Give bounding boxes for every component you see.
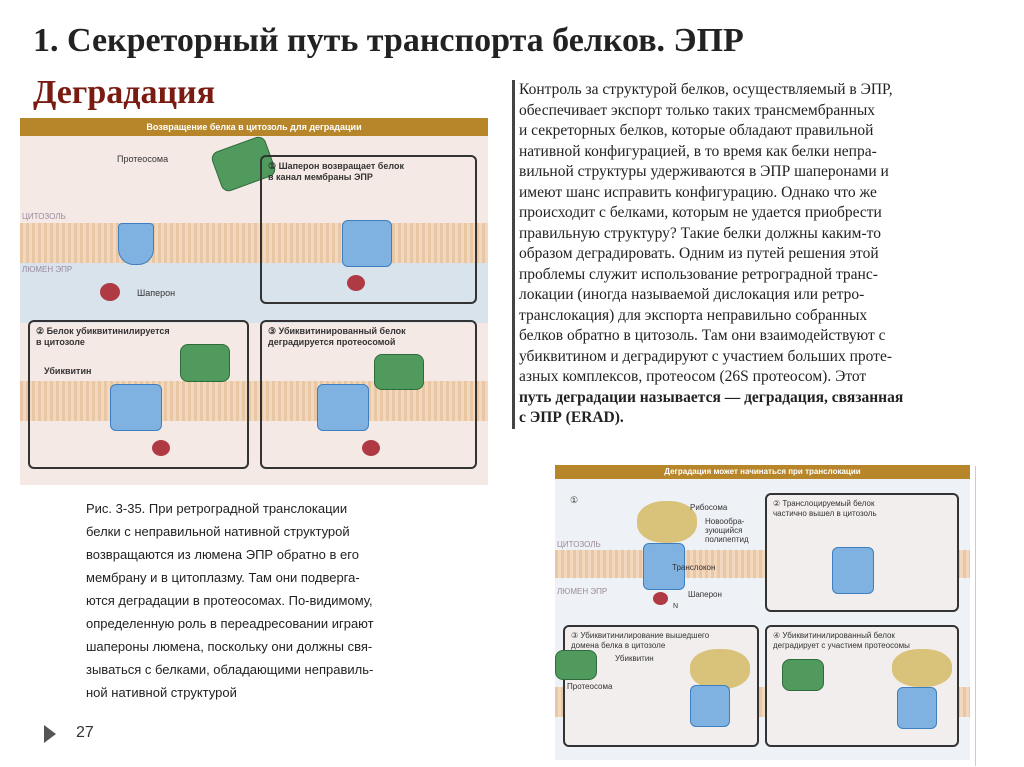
panel-3: ③ Убиквитинилирование вышедшего домена б…	[555, 625, 759, 747]
translocon-label: Транслокон	[672, 563, 716, 572]
proteasome-icon	[782, 659, 824, 691]
polypeptide-label: Новообра- зующийся полипептид	[705, 517, 749, 544]
cytosol-label: ЦИТОЗОЛЬ	[22, 212, 66, 221]
panel-2: ② Транслоцируемый белок частично вышел в…	[765, 493, 959, 612]
divider	[975, 466, 976, 766]
ribosome-icon	[892, 649, 952, 687]
chaperone-label: Шаперон	[688, 590, 722, 599]
chaperone-icon	[653, 592, 668, 605]
channel-icon	[118, 223, 154, 265]
main-text: Контроль за структурой белков, осуществл…	[512, 80, 987, 429]
proteasome-icon	[180, 344, 230, 382]
panel-4: ④ Убиквитинилированный белок деградирует…	[765, 625, 959, 747]
figure-caption: Рис. 3-35. При ретроградной транслокации…	[86, 501, 374, 700]
chaperone-icon	[362, 440, 380, 456]
figure-translocation-degradation: Деградация может начинаться при транслок…	[555, 465, 970, 760]
ribosome-icon	[637, 501, 697, 543]
translocon-icon	[690, 685, 730, 727]
page-number: 27	[76, 724, 94, 741]
translocon-icon	[897, 687, 937, 729]
chaperone-label: Шаперон	[137, 288, 176, 298]
figure-header: Возвращение белка в цитозоль для деграда…	[20, 118, 488, 136]
cytosol-label: ЦИТОЗОЛЬ	[557, 540, 601, 549]
slide-subtitle: Деградация	[33, 74, 216, 111]
ubiquitin-label: Убиквитин	[615, 654, 654, 663]
channel-icon	[342, 220, 392, 267]
ribosome-label: Рибосома	[690, 503, 728, 512]
chaperone-icon	[152, 440, 170, 456]
panel-3: ③ Убиквитинированный белок деградируется…	[260, 320, 477, 469]
chaperone-icon	[347, 275, 365, 291]
figure-header: Деградация может начинаться при транслок…	[555, 465, 970, 479]
membrane	[20, 223, 488, 263]
figure-retro-translocation: Возвращение белка в цитозоль для деграда…	[20, 118, 488, 485]
proteasome-icon	[374, 354, 424, 390]
lumen-area	[20, 263, 488, 323]
translocon-icon	[832, 547, 874, 594]
translocon-icon	[643, 543, 685, 590]
chaperone-icon	[100, 283, 120, 301]
channel-icon	[317, 384, 369, 431]
n-terminus-label: N	[673, 603, 679, 610]
panel-1: ① Шаперон возвращает белок в канал мембр…	[260, 155, 477, 304]
panel-2: ② Белок убиквитинилируется в цитозоле Уб…	[28, 320, 249, 469]
ribosome-icon	[690, 649, 750, 689]
proteasome-label: Протеосома	[567, 682, 613, 691]
proteasome-label: Протеосома	[117, 154, 169, 164]
slide-arrow-icon	[44, 725, 56, 743]
proteasome-icon	[555, 650, 597, 680]
slide-title: 1. Секреторный путь транспорта белков. Э…	[33, 22, 744, 59]
ubiquitin-label: Убиквитин	[44, 366, 92, 376]
lumen-label: ЛЮМЕН ЭПР	[22, 265, 73, 274]
channel-icon	[110, 384, 162, 431]
lumen-label: ЛЮМЕН ЭПР	[557, 587, 608, 596]
